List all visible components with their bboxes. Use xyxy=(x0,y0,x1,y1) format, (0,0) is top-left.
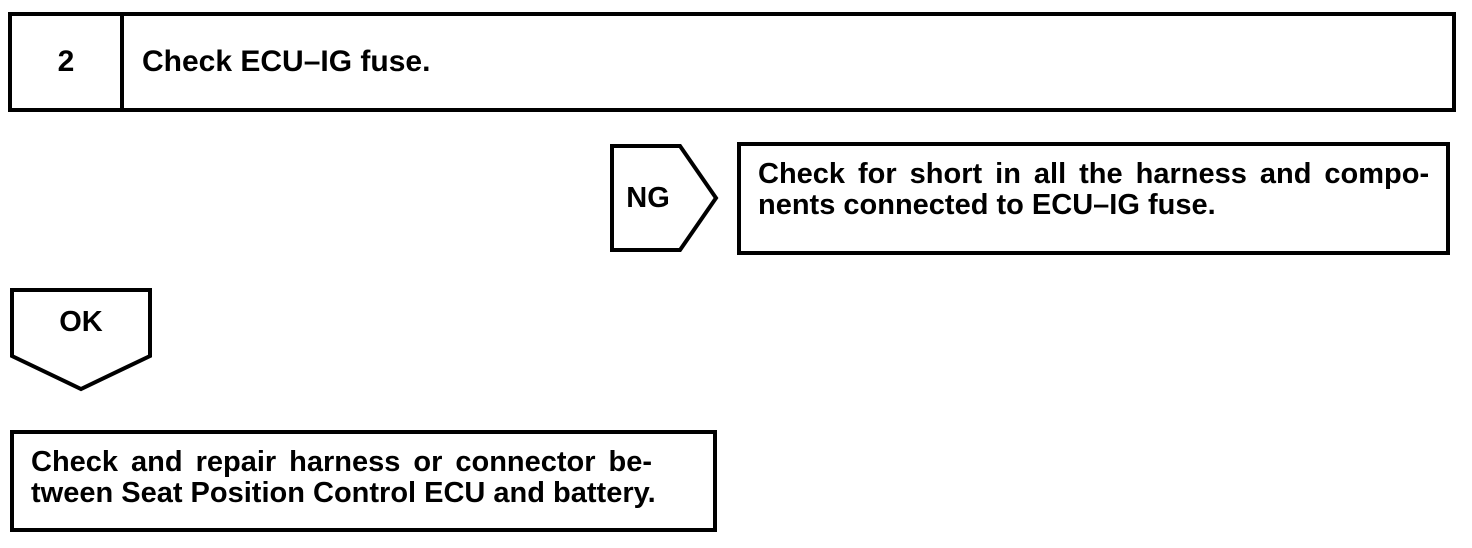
ok-connector-arrow: OK xyxy=(10,288,152,392)
ng-label: NG xyxy=(626,181,670,214)
ok-arrow-shape xyxy=(10,288,152,392)
ok-result-box: Check and repair harness or connector be… xyxy=(10,430,717,532)
ng-result-box: Check for short in all the harness and c… xyxy=(737,142,1450,255)
ok-result-line1: Check and repair harness or connector be… xyxy=(31,446,653,478)
ng-connector-arrow: NG xyxy=(610,144,720,252)
ng-result-line1: Check for short in all the harness and c… xyxy=(758,158,1430,190)
ng-arrow-shape xyxy=(610,144,719,252)
step-box: 2 Check ECU–IG fuse. xyxy=(8,12,1456,112)
ok-label: OK xyxy=(59,305,103,338)
ok-result-line2: tween Seat Position Control ECU and batt… xyxy=(31,477,656,509)
step-number: 2 xyxy=(12,16,124,108)
step-instruction: Check ECU–IG fuse. xyxy=(142,45,431,78)
ng-result-line2: nents connected to ECU–IG fuse. xyxy=(758,189,1216,221)
